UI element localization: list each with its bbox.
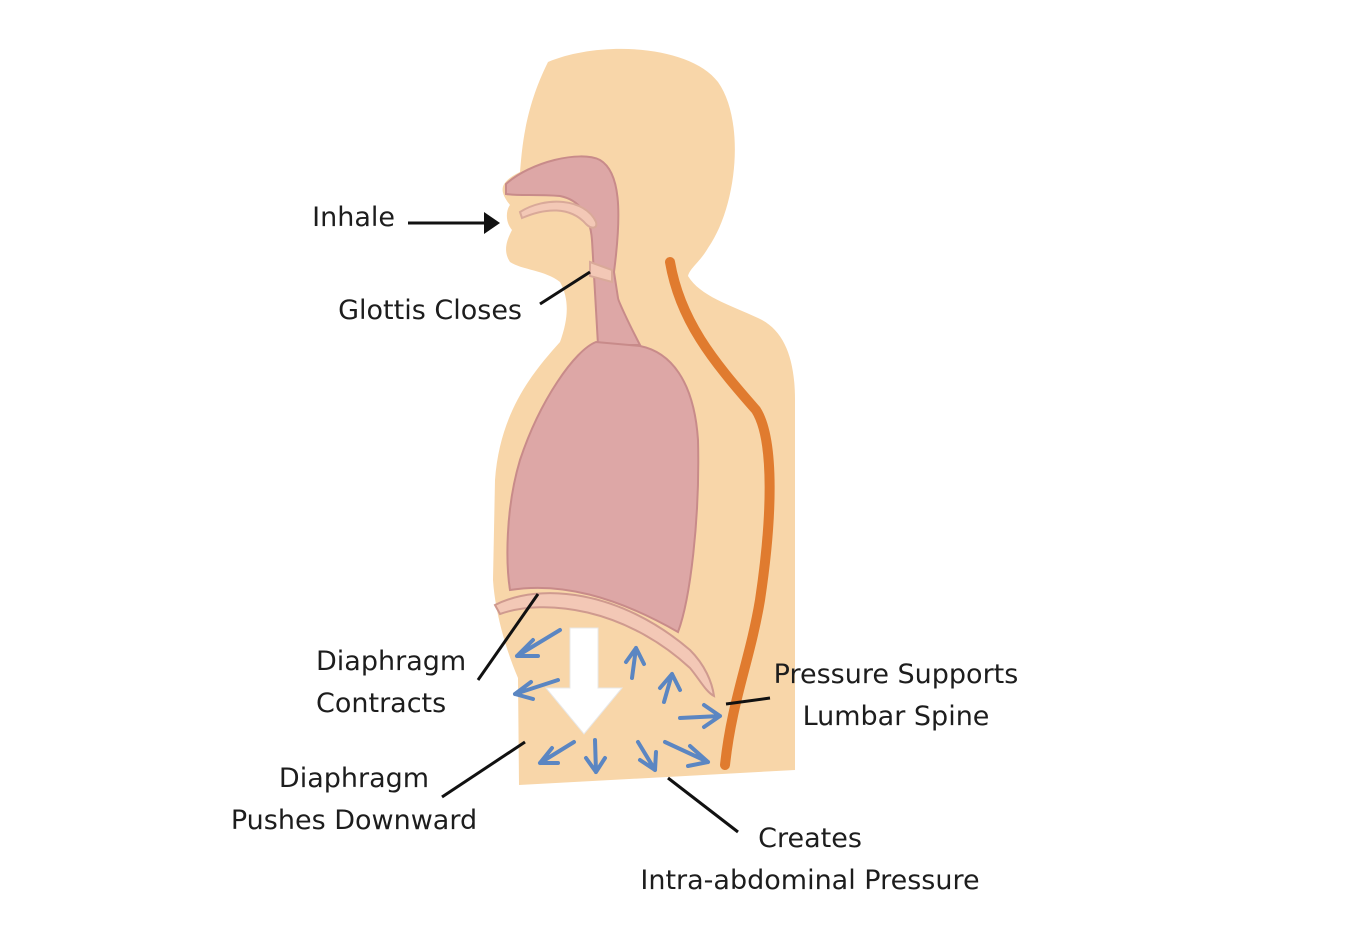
diaphragm-contracts-leader	[476, 593, 540, 681]
inhale-label: Inhale	[280, 197, 395, 239]
glottis	[589, 260, 613, 284]
diaphragm-contracts-line-2: Contracts	[316, 688, 447, 719]
pressure-arrow-icon	[636, 740, 658, 772]
diaphragm-contracts-line-1: Diaphragm	[316, 646, 467, 677]
palate-light	[518, 200, 598, 229]
supports-spine-line-2: Lumbar Spine	[802, 701, 990, 732]
pressure-arrow-icon	[658, 672, 682, 704]
pressure-arrow-icon	[678, 703, 722, 729]
spine	[665, 257, 775, 770]
creates-pressure-label: Creates Intra-abdominal Pressure	[620, 818, 1000, 902]
diaphragm-pushes-label: Diaphragm Pushes Downward	[214, 758, 494, 842]
inhale-text: Inhale	[312, 202, 395, 233]
supports-spine-line-1: Pressure Supports	[773, 659, 1019, 690]
diaphragm	[493, 592, 716, 698]
lung	[506, 340, 700, 634]
diaphragm-pushes-leader	[441, 740, 526, 799]
pressure-arrow-icon	[624, 646, 646, 680]
glottis-label: Glottis Closes	[300, 290, 522, 332]
pressure-arrow-icon	[538, 740, 576, 765]
glottis-leader	[539, 270, 591, 306]
creates-pressure-line-1: Creates	[758, 823, 862, 854]
pressure-arrows	[513, 628, 722, 774]
pressure-arrow-icon	[663, 740, 710, 768]
creates-pressure-leader	[667, 776, 739, 834]
diaphragm-contracts-label: Diaphragm Contracts	[316, 641, 496, 725]
diaphragm-pushes-line-1: Diaphragm	[278, 763, 430, 794]
diaphragm-pushes-line-2: Pushes Downward	[230, 805, 478, 836]
pressure-arrow-icon	[513, 678, 560, 701]
leader-lines	[408, 212, 771, 834]
inhale-arrow-head-icon	[484, 212, 500, 234]
glottis-text: Glottis Closes	[338, 295, 522, 326]
pressure-arrow-icon	[515, 628, 562, 658]
creates-pressure-line-2: Intra-abdominal Pressure	[640, 865, 980, 896]
supports-spine-label: Pressure Supports Lumbar Spine	[758, 654, 1034, 738]
supports-spine-leader	[725, 696, 771, 706]
pressure-arrow-icon	[584, 738, 607, 774]
down-arrow-icon	[544, 627, 624, 735]
airway	[505, 155, 642, 346]
